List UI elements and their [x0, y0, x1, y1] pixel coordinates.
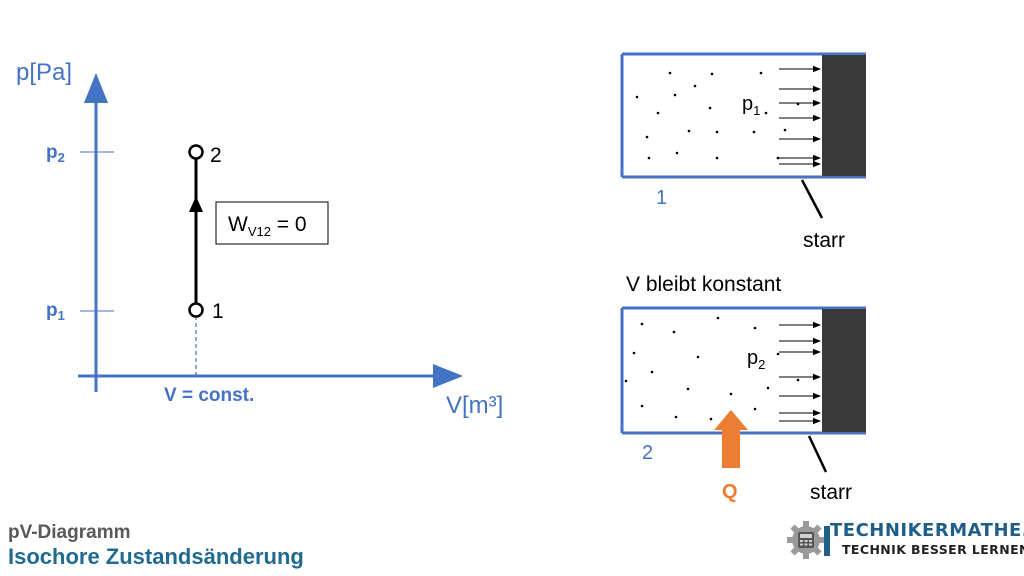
logo-slogan: TECHNIK BESSER LERNEN	[842, 542, 1024, 557]
y-axis-label: p[Pa]	[16, 59, 72, 86]
heat-label: Q	[722, 481, 738, 503]
footer-title: Isochore Zustandsänderung	[8, 544, 304, 569]
gas-particle	[710, 72, 714, 76]
process-direction-arrow	[189, 196, 203, 212]
cylinder-bottom: p2 2 Q starr	[620, 306, 866, 504]
gas-particle	[759, 71, 763, 75]
pv-diagram: p[Pa] V[m³] p2 p1 V = const. 2 1 WV12 = …	[16, 59, 503, 419]
gas-particle	[752, 130, 756, 134]
gas-particle	[776, 352, 780, 356]
gas-particle	[640, 404, 644, 408]
gas-particle	[672, 330, 676, 334]
gas-particle	[766, 386, 770, 390]
gas-particle	[687, 129, 691, 133]
gas-particle	[764, 111, 768, 115]
gas-particle	[693, 84, 697, 88]
gas-particle	[650, 370, 654, 374]
gas-particle	[716, 316, 720, 320]
v-const-label: V = const.	[164, 385, 254, 406]
piston-pointer-bottom	[807, 435, 828, 473]
gas-particle	[729, 392, 733, 396]
gas-particles-bottom	[624, 316, 800, 421]
state-label-top: 1	[656, 187, 667, 209]
gas-particle	[796, 378, 800, 382]
gas-particle	[675, 151, 679, 155]
cylinder-top: p1 1 starr	[620, 52, 866, 252]
p1-axis-label: p1	[46, 300, 65, 323]
gas-particle	[656, 111, 660, 115]
piston-label-bottom: starr	[810, 481, 852, 504]
gas-particle	[668, 71, 672, 75]
gas-particle	[673, 93, 677, 97]
state-2-label: 2	[210, 144, 222, 167]
piston-label-top: starr	[803, 229, 845, 252]
state-1-label: 1	[212, 300, 224, 323]
gas-particle	[674, 415, 678, 419]
pressure-arrows-bottom	[779, 321, 821, 425]
piston-bottom	[822, 309, 866, 432]
footer-subtitle: pV-Diagramm	[8, 522, 131, 543]
gas-particle	[753, 407, 757, 411]
pressure-arrows-top	[779, 65, 821, 168]
gas-particle	[696, 355, 700, 359]
piston-pointer-top	[800, 179, 824, 219]
gas-particle	[632, 351, 636, 355]
logo: TECHNIKERMATHE.DE TECHNIK BESSER LERNEN	[786, 520, 1024, 566]
state-2-point	[188, 144, 204, 160]
work-label-box	[215, 201, 329, 245]
gas-particle	[640, 322, 644, 326]
gas-particle	[783, 128, 787, 132]
piston-top	[822, 55, 866, 176]
state-label-bottom: 2	[642, 442, 653, 464]
gas-particle	[635, 95, 639, 99]
middle-caption: V bleibt konstant	[626, 273, 781, 296]
work-label: WV12 = 0	[228, 213, 307, 239]
pressure-label-bottom: p2	[747, 347, 765, 372]
heat-arrow	[714, 410, 748, 468]
gas-particle	[647, 156, 651, 160]
gas-particle	[645, 135, 649, 139]
gas-particle	[715, 156, 719, 160]
gas-particle	[624, 379, 628, 383]
gas-particle	[776, 156, 780, 160]
gas-particle	[708, 106, 712, 110]
pressure-label-top: p1	[742, 93, 760, 118]
x-axis-label: V[m³]	[446, 392, 503, 419]
state-1-point	[188, 302, 204, 318]
gas-particles-top	[635, 71, 800, 160]
p2-axis-label: p2	[46, 142, 65, 165]
gear-icon	[787, 521, 830, 559]
footer: pV-Diagramm Isochore Zustandsänderung	[8, 522, 304, 570]
logo-name: TECHNIKERMATHE.DE	[830, 520, 1024, 541]
gas-particle	[686, 387, 690, 391]
gas-particle	[715, 130, 719, 134]
gas-particle	[753, 326, 757, 330]
gas-particle	[709, 417, 713, 421]
